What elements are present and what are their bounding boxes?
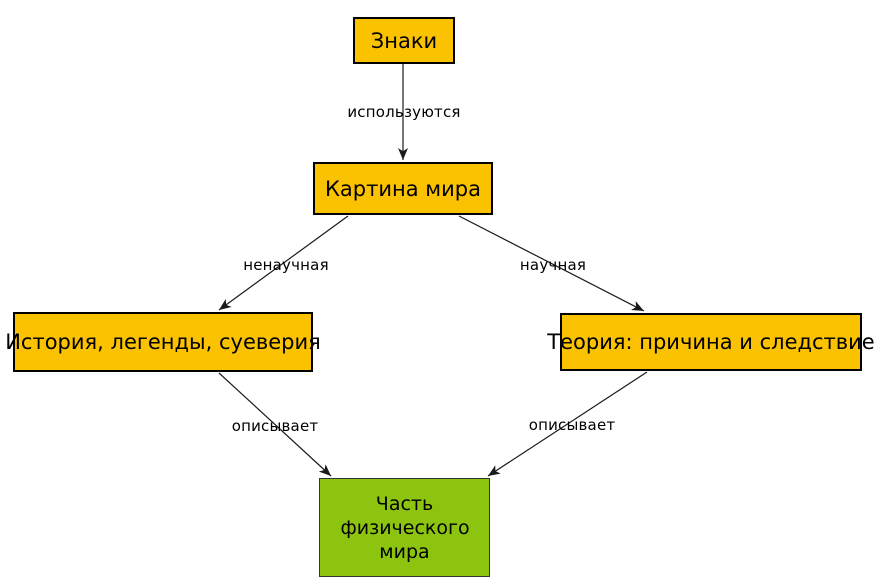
edge-istoriya-to-chast bbox=[218, 372, 332, 477]
edge-kartina-to-teoriya bbox=[458, 215, 645, 312]
edge-kartina-to-istoriya bbox=[218, 215, 349, 311]
node-znaki-label: Знаки bbox=[370, 28, 438, 53]
node-kartina-mira-label: Картина мира bbox=[325, 176, 481, 201]
node-znaki: Знаки bbox=[353, 17, 455, 64]
node-chast-fizicheskogo-mira: Часть физического мира bbox=[319, 478, 490, 577]
node-istoriya-label: История, легенды, суеверия bbox=[5, 330, 321, 354]
edge-label-opisyvaet-right: описывает bbox=[528, 416, 616, 434]
edge-teoriya-to-chast bbox=[487, 371, 648, 477]
node-chast-label: Часть физического мира bbox=[340, 492, 470, 563]
node-kartina-mira: Картина мира bbox=[313, 162, 493, 215]
edge-label-opisyvaet-left: описывает bbox=[231, 417, 319, 435]
node-teoriya-prichina-sledstvie: Теория: причина и следствие bbox=[547, 313, 875, 371]
node-istoriya-legendy-sueveriya: История, легенды, суеверия bbox=[5, 312, 321, 372]
node-teoriya-label: Теория: причина и следствие bbox=[547, 330, 875, 354]
edge-label-ispolzuyutsya: используются bbox=[347, 103, 461, 121]
edge-label-nenauchnaya: ненаучная bbox=[243, 256, 329, 274]
edge-label-nauchnaya: научная bbox=[519, 256, 587, 274]
